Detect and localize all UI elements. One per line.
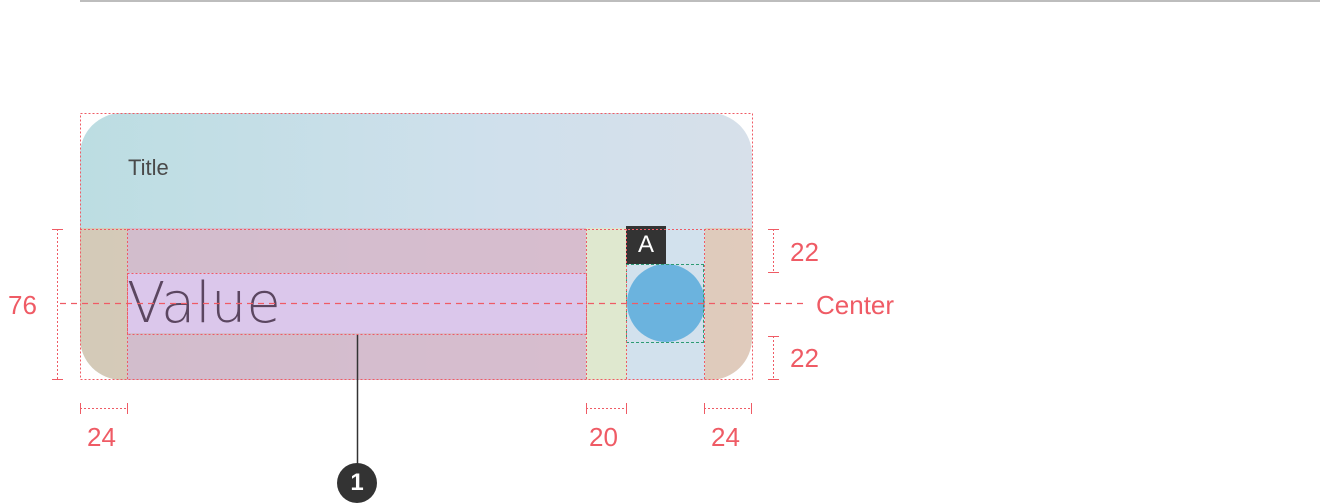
height-dimension-label: 76 [8,290,37,320]
icon-tag-label: A [626,226,666,264]
top-padding-label: 22 [790,237,819,267]
card-title: Title [128,155,169,180]
right-padding-label: 24 [711,422,740,452]
card-bounds-outline [80,113,753,380]
value-card: Title Value [80,113,752,380]
bottom-padding-label: 22 [790,343,819,373]
top-divider [80,0,1320,2]
callout-badge: 1 [337,463,377,503]
left-padding-label: 24 [87,422,116,452]
icon-gap-label: 20 [589,422,618,452]
center-line-label: Center [816,290,895,320]
